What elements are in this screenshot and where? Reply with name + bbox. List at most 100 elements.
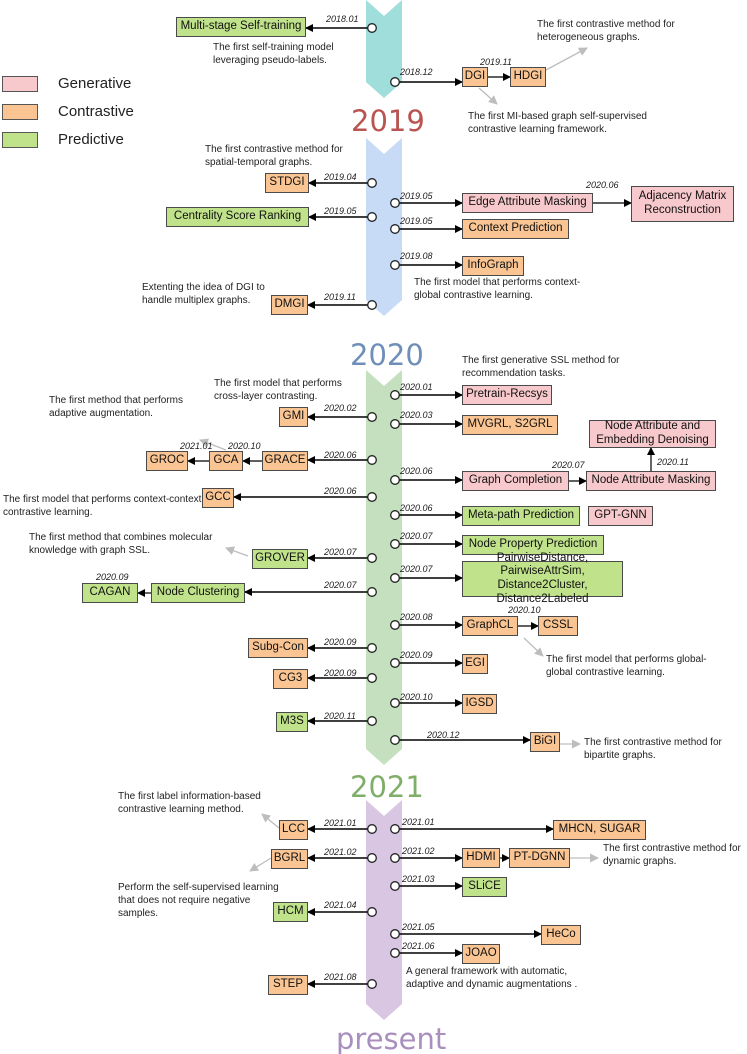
year-label: 2019 bbox=[351, 104, 425, 138]
date-label: 2020.07 bbox=[324, 547, 357, 557]
timeline-circle bbox=[390, 948, 400, 958]
method-node-cagan: CAGAN bbox=[82, 583, 138, 603]
method-node-nam: Node Attribute Masking bbox=[586, 471, 716, 491]
date-label: 2021.04 bbox=[324, 900, 357, 910]
annotation-note: The first contrastive method for heterog… bbox=[537, 19, 675, 43]
timeline-circle bbox=[390, 735, 400, 745]
date-label: 2019.05 bbox=[400, 216, 433, 226]
timeline-circle bbox=[390, 824, 400, 834]
method-node-gmi: GMI bbox=[279, 407, 308, 427]
timeline-circle bbox=[390, 419, 400, 429]
date-label: 2020.06 bbox=[324, 486, 357, 496]
date-label: 2020.07 bbox=[552, 460, 585, 470]
timeline-circle bbox=[390, 390, 400, 400]
method-node-heco: HeCo bbox=[541, 925, 581, 945]
method-node-mss: Multi-stage Self-training bbox=[176, 17, 306, 37]
date-label: 2020.06 bbox=[324, 450, 357, 460]
timeline-circle bbox=[390, 573, 400, 583]
date-label: 2020.09 bbox=[96, 572, 129, 582]
annotation-note: The first contrastive method for spatial… bbox=[205, 144, 343, 168]
method-node-cp: Context Prediction bbox=[462, 219, 569, 239]
legend-swatch bbox=[2, 76, 38, 92]
method-node-infograph: InfoGraph bbox=[462, 256, 524, 276]
timeline-circle bbox=[367, 492, 377, 502]
date-label: 2021.01 bbox=[180, 441, 213, 451]
date-label: 2021.02 bbox=[402, 846, 435, 856]
method-node-eam: Edge Attribute Masking bbox=[462, 193, 593, 213]
legend-label: Contrastive bbox=[58, 103, 134, 120]
timeline-circle bbox=[390, 658, 400, 668]
timeline-circle bbox=[390, 929, 400, 939]
annotation-arrow bbox=[261, 813, 280, 829]
annotation-arrow bbox=[523, 637, 544, 657]
annotation-note: A general framework with automatic, adap… bbox=[406, 966, 578, 990]
annotation-arrow bbox=[478, 87, 498, 105]
method-node-nclust: Node Clustering bbox=[151, 583, 245, 603]
date-label: 2020.06 bbox=[400, 503, 433, 513]
date-label: 2019.04 bbox=[324, 172, 357, 182]
method-node-igsd: IGSD bbox=[462, 694, 497, 714]
timeline-circle bbox=[367, 907, 377, 917]
method-node-gcomp: Graph Completion bbox=[462, 471, 569, 491]
timeline-circle bbox=[390, 853, 400, 863]
method-node-graphcl: GraphCL bbox=[462, 616, 518, 636]
date-label: 2020.12 bbox=[427, 730, 460, 740]
date-label: 2020.07 bbox=[324, 580, 357, 590]
date-label: 2020.09 bbox=[324, 668, 357, 678]
method-node-cg3: CG3 bbox=[273, 669, 308, 689]
annotation-note: The first label information-based contra… bbox=[118, 791, 261, 815]
timeline-circle bbox=[367, 412, 377, 422]
method-node-slice: SLiCE bbox=[462, 877, 507, 897]
date-label: 2021.08 bbox=[324, 972, 357, 982]
method-node-bgrl: BGRL bbox=[271, 849, 308, 869]
method-node-dgi: DGI bbox=[462, 67, 488, 87]
date-label: 2021.03 bbox=[402, 874, 435, 884]
date-label: 2020.09 bbox=[324, 637, 357, 647]
method-node-gptgnn: GPT-GNN bbox=[588, 506, 653, 526]
timeline-circle bbox=[367, 824, 377, 834]
timeline-circle bbox=[390, 198, 400, 208]
annotation-note: The first self-training model leveraging… bbox=[213, 42, 334, 66]
year-label: 2020 bbox=[350, 338, 424, 372]
year-label: present bbox=[336, 1022, 447, 1054]
legend-swatch bbox=[2, 104, 38, 120]
annotation-note: The first model that performs context-gl… bbox=[414, 277, 581, 301]
method-node-hcm: HCM bbox=[273, 902, 308, 922]
date-label: 2020.02 bbox=[324, 403, 357, 413]
year-label: 2021 bbox=[350, 770, 424, 804]
method-node-metapath: Meta-path Prediction bbox=[462, 506, 580, 526]
timeline-circle bbox=[390, 510, 400, 520]
method-node-groc: GROC bbox=[146, 451, 188, 471]
timeline-circle bbox=[367, 673, 377, 683]
method-node-gcc: GCC bbox=[202, 488, 234, 508]
annotation-note: Extenting the idea of DGI to handle mult… bbox=[142, 282, 265, 306]
method-node-cssl: CSSL bbox=[538, 616, 578, 636]
annotation-arrow bbox=[545, 47, 588, 71]
date-label: 2021.06 bbox=[402, 941, 435, 951]
annotation-note: The first model that performs context-co… bbox=[3, 494, 202, 518]
timeline-circle bbox=[390, 260, 400, 270]
method-node-npp: Node Property Prediction bbox=[462, 535, 604, 555]
annotation-note: The first method that combines molecular… bbox=[29, 532, 213, 556]
timeline-circle bbox=[390, 224, 400, 234]
annotation-note: The first method that performs adaptive … bbox=[49, 395, 183, 419]
method-node-pwd: PairwiseDistance, PairwiseAttrSim, Dista… bbox=[462, 552, 623, 605]
date-label: 2020.11 bbox=[657, 457, 689, 467]
annotation-note: The first generative SSL method for reco… bbox=[462, 355, 620, 379]
method-node-grover: GROVER bbox=[252, 549, 308, 569]
method-node-dmgi: DMGI bbox=[271, 295, 308, 315]
timeline-circle bbox=[367, 853, 377, 863]
method-node-egi: EGI bbox=[462, 654, 488, 674]
method-node-stdgi: STDGI bbox=[265, 173, 309, 193]
method-node-ptdgnn: PT-DGNN bbox=[509, 848, 570, 868]
timeline-circle bbox=[367, 300, 377, 310]
date-label: 2021.01 bbox=[402, 817, 435, 827]
timeline-circle bbox=[367, 553, 377, 563]
method-node-grace: GRACE bbox=[262, 451, 308, 471]
legend-label: Generative bbox=[58, 75, 132, 92]
annotation-note: The first MI-based graph self-supervised… bbox=[468, 111, 647, 135]
date-label: 2021.02 bbox=[324, 847, 357, 857]
method-node-lcc: LCC bbox=[279, 820, 308, 840]
legend-swatch bbox=[2, 132, 38, 148]
